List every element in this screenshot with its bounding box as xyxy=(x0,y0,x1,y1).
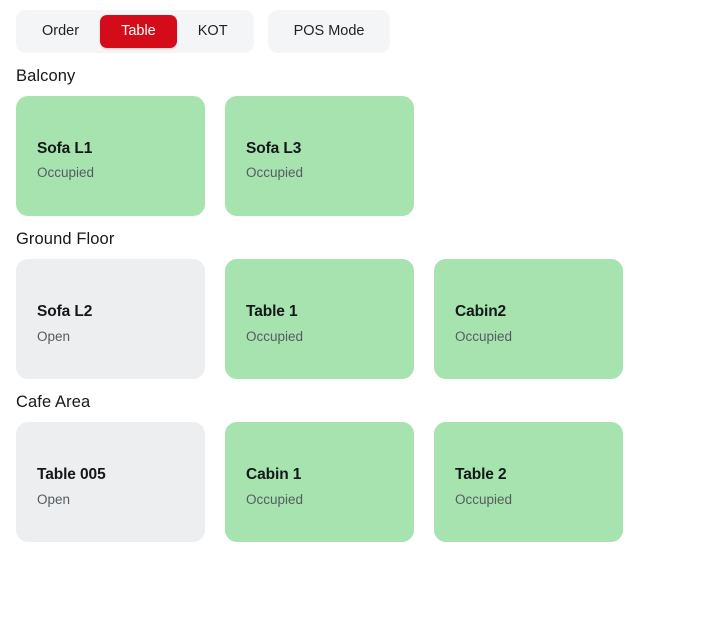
table-card[interactable]: Sofa L3 Occupied xyxy=(225,95,414,216)
section-title: Ground Floor xyxy=(16,229,115,248)
table-card-status: Open xyxy=(37,491,71,507)
tab-order[interactable]: Order xyxy=(21,15,100,48)
table-card[interactable]: Sofa L2 Open xyxy=(16,258,205,379)
table-card-name: Table 2 xyxy=(455,465,507,483)
table-card-name: Table 1 xyxy=(246,302,298,320)
table-card[interactable]: Sofa L1 Occupied xyxy=(16,95,205,216)
table-card-status: Occupied xyxy=(455,328,513,344)
table-card-status: Occupied xyxy=(455,491,513,507)
table-card-name: Cabin2 xyxy=(455,302,507,320)
tab-table[interactable]: Table xyxy=(100,15,177,48)
table-card-name: Cabin 1 xyxy=(246,465,302,483)
table-card-status: Occupied xyxy=(246,491,304,507)
tab-kot[interactable]: KOT xyxy=(177,15,249,48)
table-card[interactable]: Table 2 Occupied xyxy=(434,421,623,542)
table-card-name: Sofa L1 xyxy=(37,139,93,157)
table-card-status: Open xyxy=(37,328,71,344)
section-title: Cafe Area xyxy=(16,392,91,411)
table-card-status: Occupied xyxy=(246,328,304,344)
table-card[interactable]: Cabin 1 Occupied xyxy=(225,421,414,542)
table-card-name: Sofa L3 xyxy=(246,139,302,157)
table-card-status: Occupied xyxy=(246,165,304,181)
table-card[interactable]: Table 1 Occupied xyxy=(225,258,414,379)
pos-mode-group: POS Mode xyxy=(267,10,391,53)
table-card-status: Occupied xyxy=(37,165,95,181)
table-card-name: Table 005 xyxy=(37,465,106,483)
table-card-name: Sofa L2 xyxy=(37,302,93,320)
section-title: Balcony xyxy=(16,66,76,85)
table-card-row: Sofa L1 Occupied Sofa L3 Occupied xyxy=(16,95,699,216)
pos-mode-button[interactable]: POS Mode xyxy=(273,15,386,48)
